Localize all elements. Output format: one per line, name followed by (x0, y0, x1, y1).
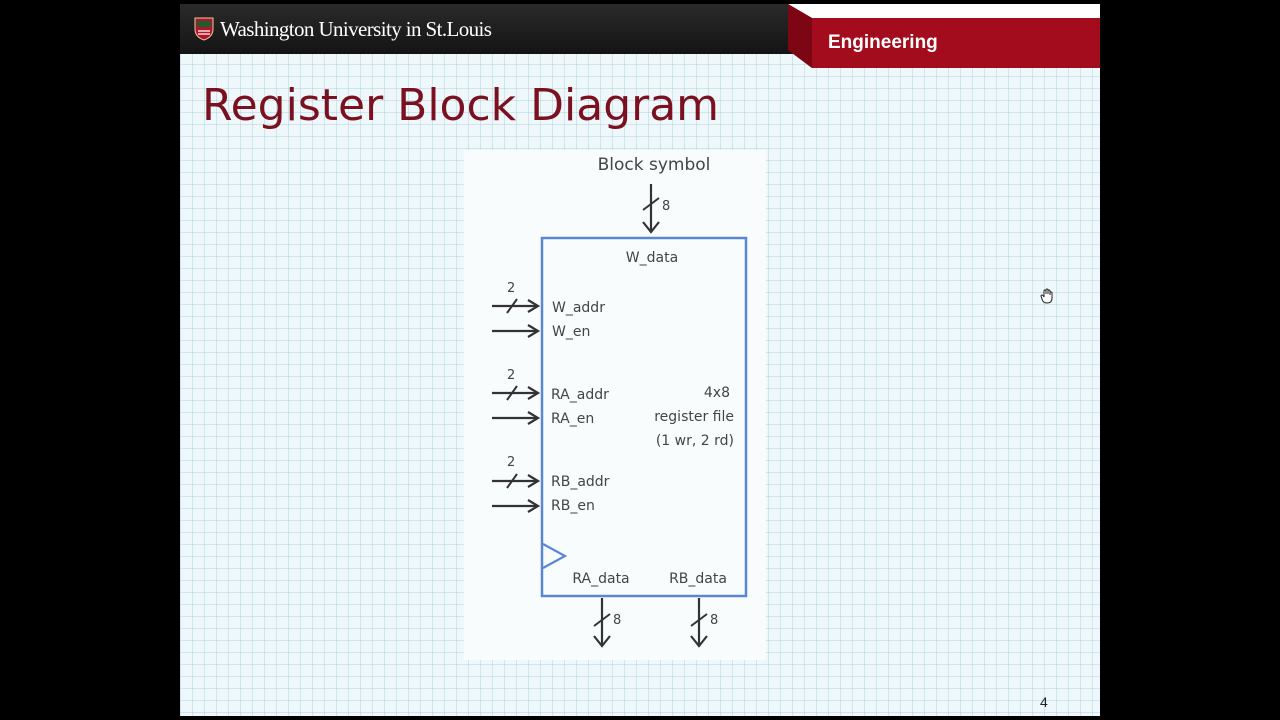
rb-en-label: RB_en (551, 498, 595, 514)
w-addr-label: W_addr (552, 300, 605, 316)
w-en-label: W_en (552, 324, 590, 340)
ra-en-label: RA_en (551, 411, 594, 427)
rb-data-width: 8 (710, 613, 718, 628)
ra-data-width-slash (593, 613, 611, 627)
w-data-width: 8 (662, 199, 670, 214)
w-addr-width-slash (506, 298, 518, 314)
ra-data-label: RA_data (572, 571, 629, 587)
university-name: Washington University in St.Louis (220, 16, 492, 41)
w-en-arrowhead (527, 324, 541, 338)
slide: Washington University in St.Louis Engine… (180, 4, 1100, 716)
rb-data-label: RB_data (669, 571, 727, 587)
engineering-tab: Engineering (788, 4, 1100, 68)
rb-addr-arrowhead (527, 474, 541, 488)
rb-addr-label: RB_addr (551, 474, 610, 490)
clock-input-triangle (542, 543, 568, 569)
slide-title: Register Block Diagram (202, 80, 720, 131)
rb-data-arrowhead (690, 635, 708, 648)
page-number: 4 (1040, 694, 1048, 710)
block-desc-ports: (1 wr, 2 rd) (656, 433, 734, 449)
w-addr-width: 2 (507, 281, 515, 296)
w-data-arrowhead (642, 221, 660, 234)
hand-cursor-icon (1040, 288, 1053, 304)
university-logo: Washington University in St.Louis (194, 16, 492, 42)
rb-addr-width: 2 (507, 455, 515, 470)
ra-data-arrowhead (593, 635, 611, 648)
school-name: Engineering (828, 32, 938, 53)
diagram-caption: Block symbol (598, 155, 711, 175)
register-file-block (540, 236, 748, 598)
ra-addr-width: 2 (507, 368, 515, 383)
w-data-width-slash (642, 197, 660, 211)
ra-addr-width-slash (506, 385, 518, 401)
ra-en-arrowhead (527, 411, 541, 425)
register-block-diagram: Block symbol 8 W_data 2 W_addr W_en 2 (492, 155, 748, 648)
ra-addr-label: RA_addr (551, 387, 609, 403)
w-addr-arrowhead (527, 299, 541, 313)
block-desc-size: 4x8 (704, 385, 730, 401)
w-data-label: W_data (626, 250, 678, 266)
ra-data-width: 8 (613, 613, 621, 628)
rb-en-arrowhead (527, 499, 541, 513)
rb-data-width-slash (690, 613, 708, 627)
rb-addr-width-slash (506, 473, 518, 489)
ra-addr-arrowhead (527, 386, 541, 400)
diagram-panel: Block symbol 8 W_data 2 W_addr W_en 2 (464, 150, 766, 660)
block-desc-type: register file (654, 409, 734, 425)
shield-icon (194, 17, 214, 41)
